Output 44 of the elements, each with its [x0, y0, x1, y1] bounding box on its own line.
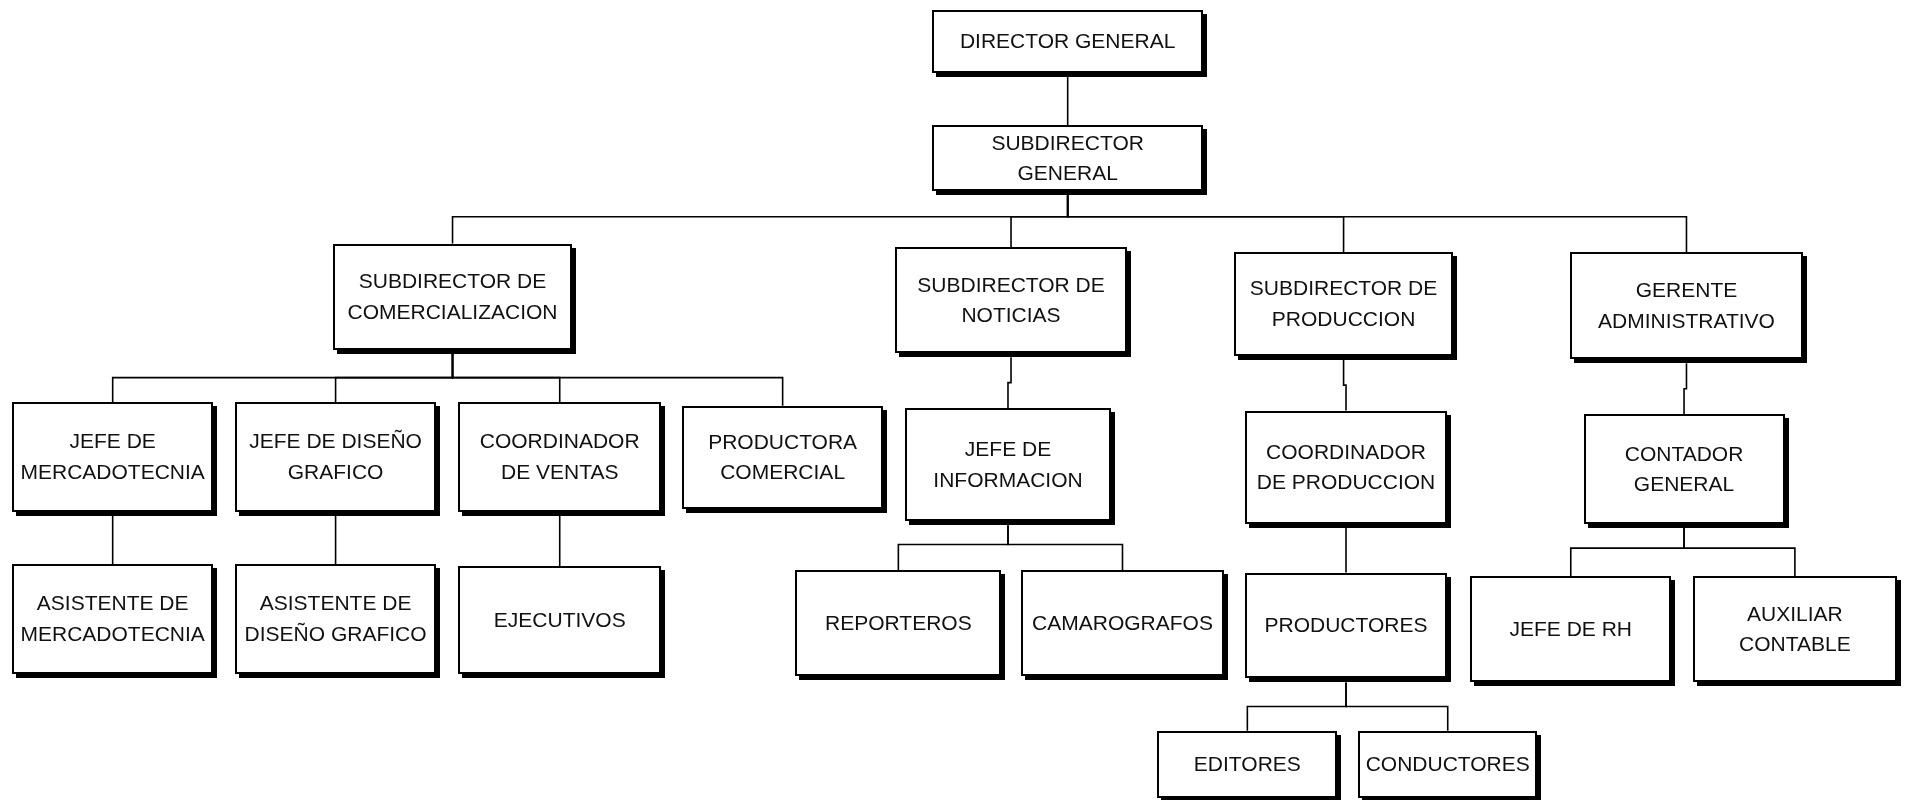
- position-title: JEFE DE MERCADOTECNIA: [20, 428, 206, 485]
- position-title: ASISTENTE DE DISEÑO GRAFICO: [243, 590, 428, 647]
- position-title: GERENTE ADMINISTRATIVO: [1597, 277, 1776, 334]
- position-title: PRODUCTORES: [1264, 612, 1428, 639]
- connector-line: [1007, 356, 1012, 409]
- org-box: [1020, 570, 1225, 677]
- position-title: AUXILIAR CONTABLE: [1738, 600, 1852, 658]
- position-title: ASISTENTE DE MERCADOTECNIA: [20, 590, 206, 647]
- org-box: [795, 570, 1002, 677]
- position-title: JEFE DE DISEÑO GRAFICO: [248, 428, 423, 485]
- position-title: CONDUCTORES: [1365, 751, 1530, 778]
- position-title: PRODUCTORA COMERCIAL: [707, 428, 859, 486]
- org-box: [1470, 576, 1672, 683]
- position-title: JEFE DE RH: [1509, 615, 1632, 642]
- org-box: [1157, 730, 1338, 798]
- position-title: CONTADOR GENERAL: [1623, 440, 1745, 497]
- connector-line: [111, 514, 114, 565]
- connector-line: [451, 352, 784, 407]
- position-title: EDITORES: [1193, 751, 1301, 778]
- connector-line: [1066, 76, 1069, 127]
- position-title: SUBDIRECTOR DE NOTICIAS: [916, 271, 1106, 329]
- org-box: [1244, 572, 1448, 679]
- connector-line: [558, 514, 561, 568]
- org-box: [931, 9, 1204, 74]
- org-box: [1358, 730, 1538, 798]
- org-box: [682, 405, 884, 510]
- position-title: COORDINADOR DE VENTAS: [478, 428, 641, 485]
- position-title: JEFE DE INFORMACION: [932, 436, 1084, 493]
- position-title: CAMAROGRAFOS: [1032, 609, 1213, 636]
- position-title: REPORTEROS: [825, 609, 972, 636]
- connector-line: [1342, 358, 1347, 412]
- position-title: EJECUTIVOS: [493, 606, 626, 633]
- position-title: SUBDIRECTOR DE COMERCIALIZACION: [346, 268, 559, 325]
- position-title: SUBDIRECTOR DE PRODUCCION: [1248, 275, 1439, 332]
- connector-line: [334, 514, 337, 565]
- position-title: SUBDIRECTOR GENERAL: [990, 129, 1145, 187]
- connector-line: [1345, 681, 1449, 732]
- connector-line: [1683, 362, 1688, 415]
- connector-line: [1683, 527, 1796, 577]
- position-title: DIRECTOR GENERAL: [959, 28, 1176, 55]
- connector-line: [1066, 194, 1688, 253]
- connector-line: [1345, 527, 1347, 574]
- org-box: [931, 125, 1204, 192]
- position-title: COORDINADOR DE PRODUCCION: [1255, 438, 1437, 496]
